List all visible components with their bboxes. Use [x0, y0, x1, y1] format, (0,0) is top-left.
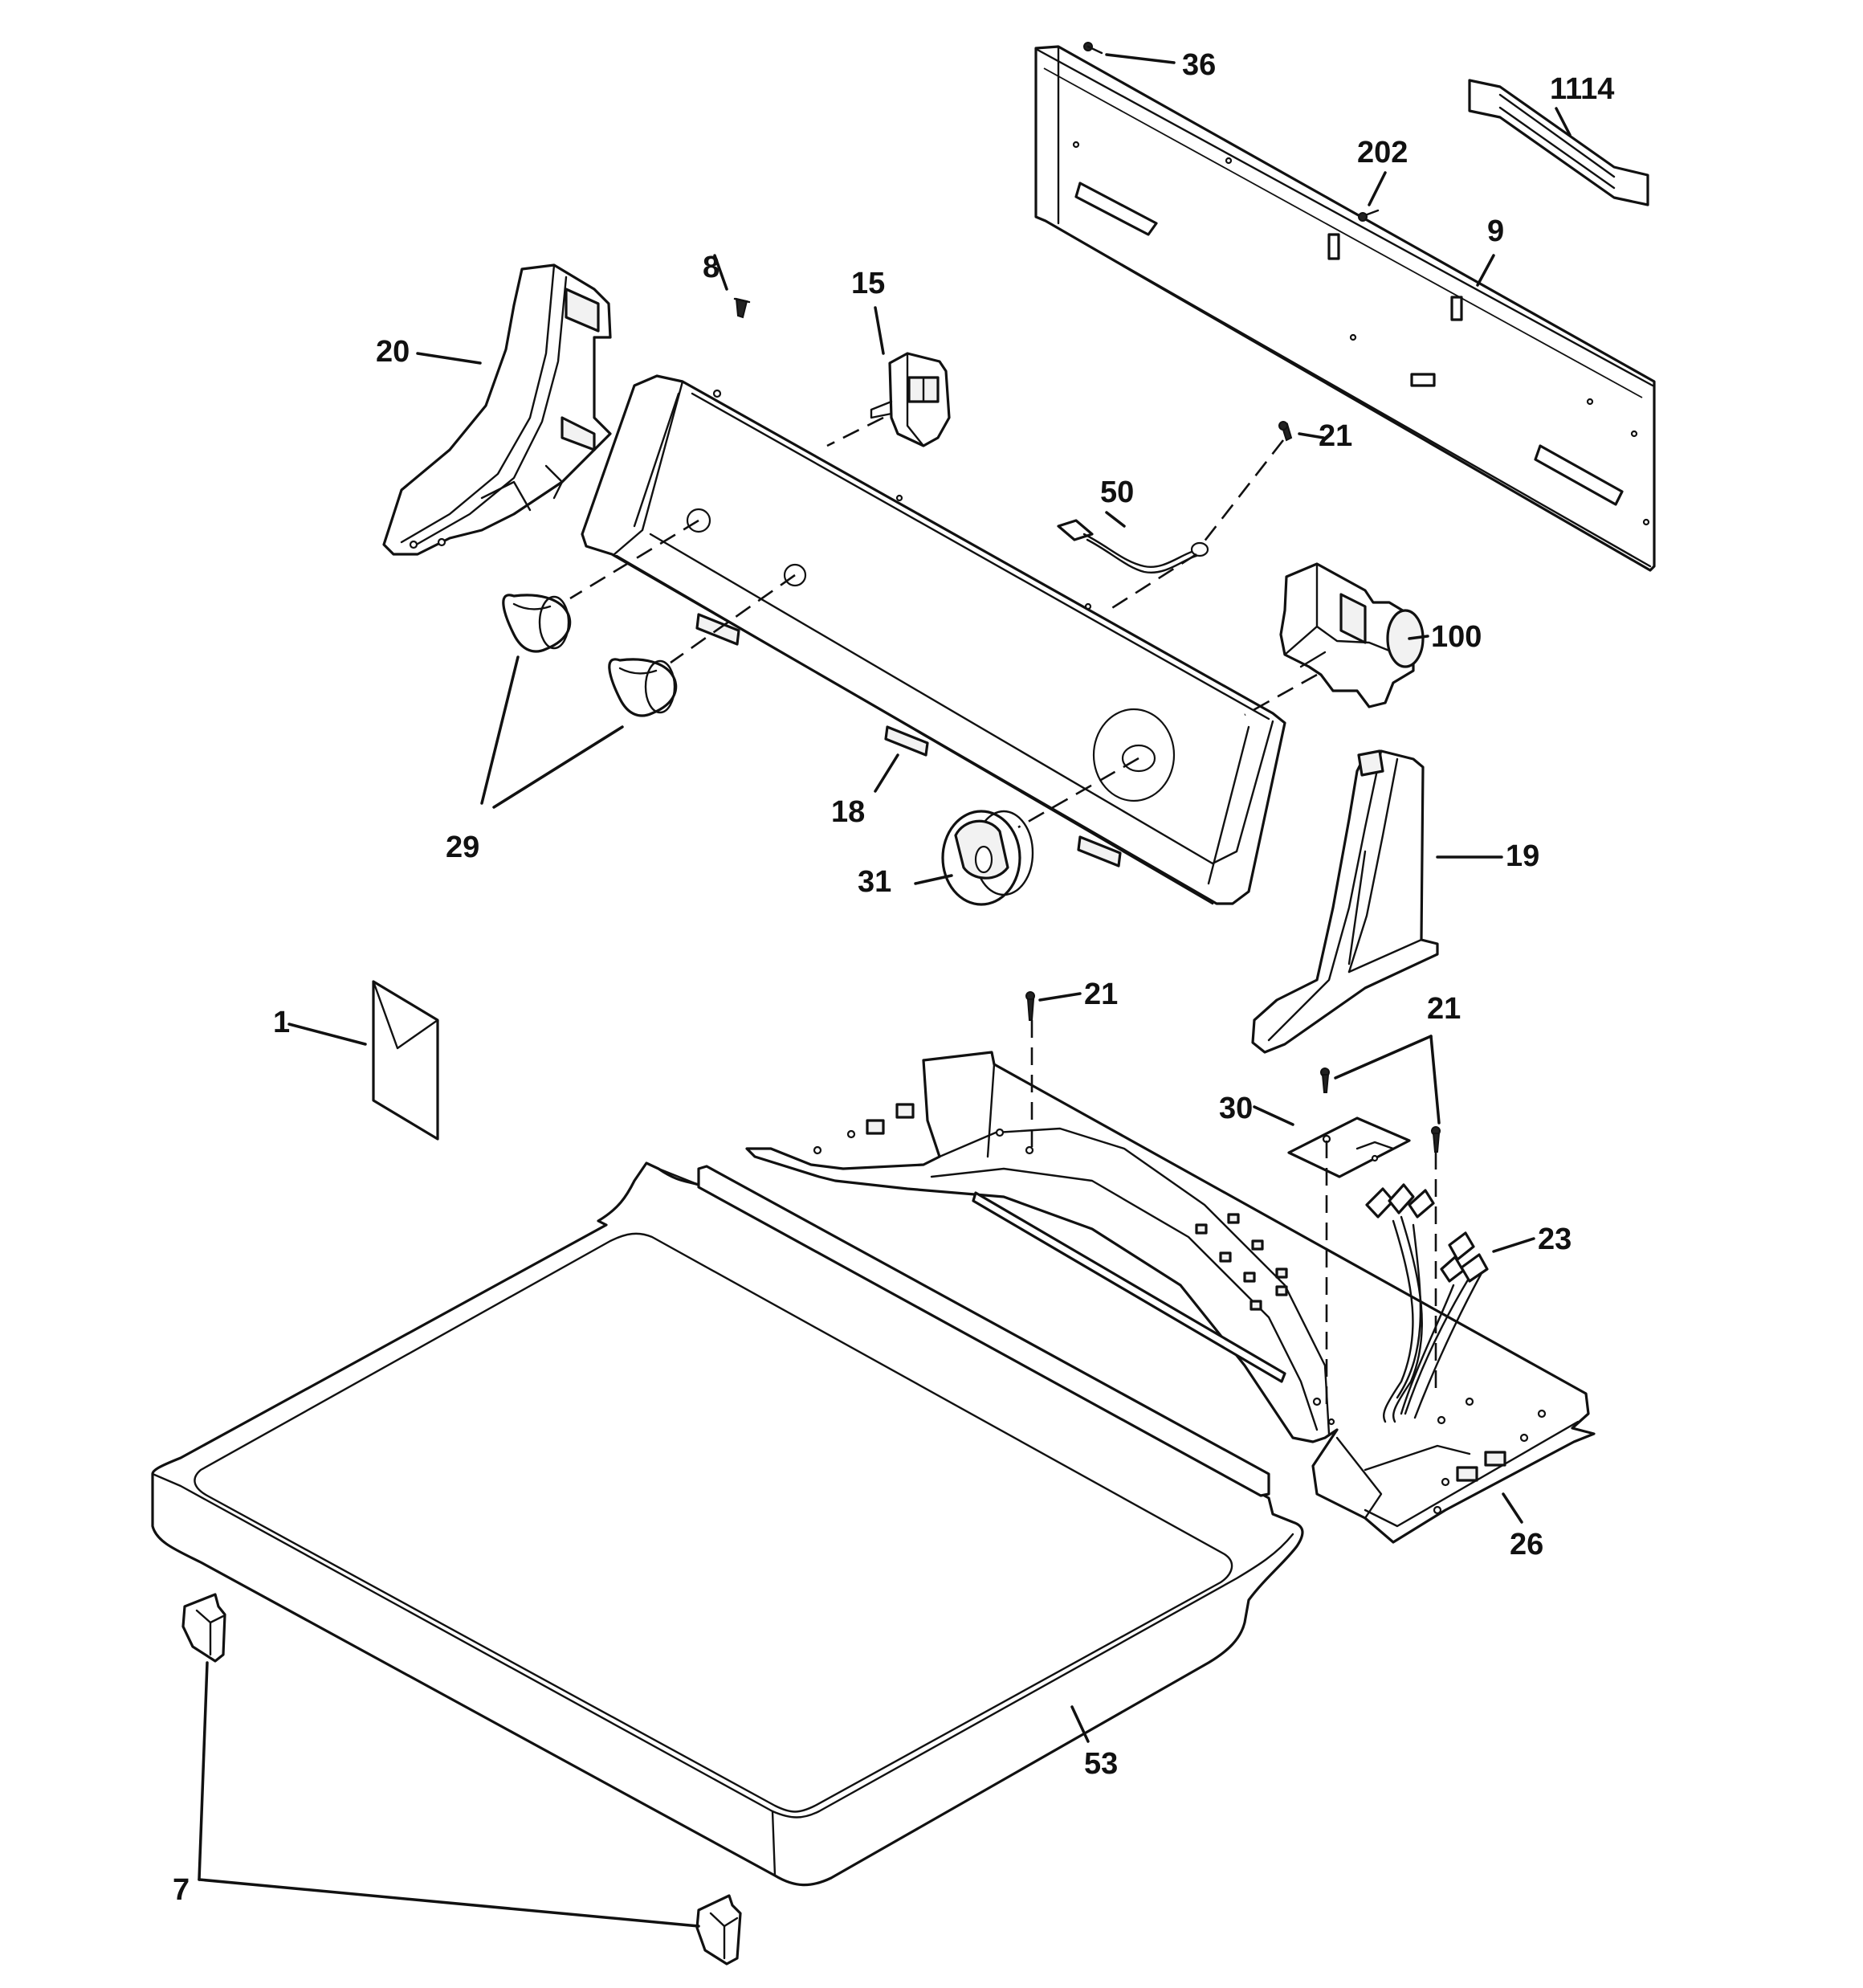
wire-harness-part-23 — [1365, 1183, 1489, 1423]
callout-7: 7 — [173, 1873, 190, 1907]
callout-21-right: 21 — [1427, 992, 1461, 1026]
callout-29: 29 — [446, 831, 479, 864]
callout-labels: 36 1114 202 9 8 15 20 21 50 100 19 18 29… — [173, 48, 1614, 1907]
main-top-part-53 — [151, 1161, 1304, 1887]
callout-21-top: 21 — [1319, 419, 1352, 453]
callout-100: 100 — [1431, 620, 1482, 654]
timer-part-100 — [1279, 562, 1425, 708]
callout-1: 1 — [273, 1006, 290, 1039]
callout-50: 50 — [1100, 476, 1134, 509]
envelope-part-1 — [372, 980, 439, 1141]
knob-part-29-lower — [608, 658, 678, 717]
callout-26: 26 — [1510, 1528, 1543, 1561]
screw-part-36 — [1083, 42, 1103, 55]
callout-20: 20 — [376, 335, 410, 369]
mounting-plate-part-26 — [745, 1051, 1596, 1544]
callout-202: 202 — [1357, 136, 1408, 169]
screw-part-21-right-b — [1431, 1126, 1441, 1153]
callout-1114: 1114 — [1550, 72, 1614, 106]
callout-19: 19 — [1506, 839, 1539, 873]
rear-panel-part-9 — [1034, 45, 1656, 572]
callout-8: 8 — [703, 251, 720, 284]
screw-part-21-top — [1278, 421, 1293, 442]
clip-part-7-upper — [181, 1593, 226, 1663]
console-part-18 — [581, 374, 1286, 905]
alignment-lines — [569, 416, 1437, 1406]
screw-part-21-mid — [1025, 991, 1035, 1021]
screw-part-8 — [733, 297, 751, 319]
callout-31: 31 — [858, 865, 891, 899]
cover-plate-part-30 — [1287, 1116, 1411, 1178]
right-endcap-part-19 — [1251, 749, 1439, 1054]
screw-part-202 — [1358, 209, 1380, 222]
callout-36: 36 — [1182, 48, 1216, 82]
callout-30: 30 — [1219, 1092, 1253, 1125]
callout-21-mid: 21 — [1084, 978, 1118, 1011]
knob-part-31 — [941, 810, 1034, 906]
clip-part-7-lower — [695, 1894, 742, 1966]
bracket-part-1114 — [1468, 79, 1649, 206]
switch-part-15 — [870, 352, 951, 447]
left-endcap-part-20 — [382, 263, 612, 556]
callout-9: 9 — [1487, 214, 1504, 248]
callout-53: 53 — [1084, 1747, 1118, 1781]
callout-18: 18 — [831, 795, 865, 829]
leader-lines — [198, 53, 1572, 1928]
callout-23: 23 — [1538, 1223, 1572, 1256]
knob-part-29-upper — [502, 594, 572, 653]
wire-part-50 — [1057, 519, 1209, 574]
callout-15: 15 — [851, 267, 885, 300]
screw-part-21-right-a — [1320, 1067, 1330, 1093]
